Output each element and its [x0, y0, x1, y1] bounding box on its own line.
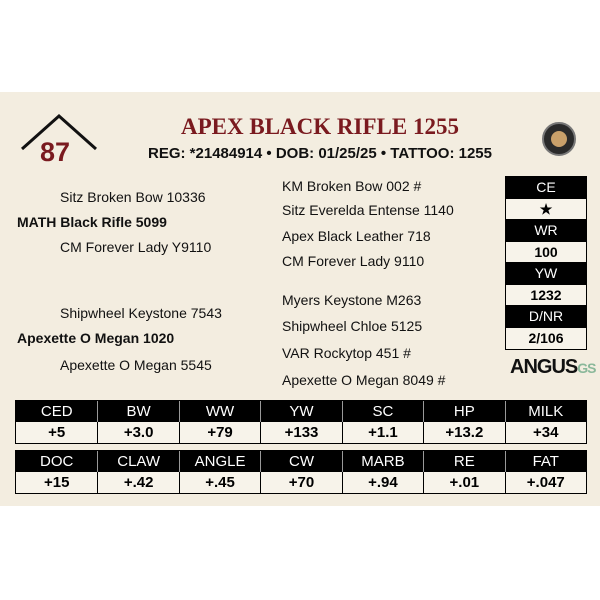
epd-value: +5	[16, 422, 98, 443]
epd-header: HP	[423, 401, 505, 422]
epd-header: SC	[341, 401, 424, 422]
registration-line: REG: *21484914 • DOB: 01/25/25 • TATTOO:…	[148, 145, 492, 162]
dam-sire: Shipwheel Keystone 7543	[60, 305, 222, 321]
stat-label: YW	[506, 263, 586, 285]
epd-value: +70	[260, 472, 342, 493]
stat-value: 2/106	[506, 327, 586, 349]
third-gen-8: Apexette O Megan 8049 #	[282, 372, 446, 388]
epd-value: +3.0	[97, 422, 179, 443]
third-gen-7: VAR Rockytop 451 #	[282, 345, 411, 361]
stat-label: WR	[506, 220, 586, 242]
animal-name: APEX BLACK RIFLE 1255	[181, 114, 459, 139]
dam-dam: Apexette O Megan 5545	[60, 357, 212, 373]
epd-value: +.45	[178, 472, 261, 493]
stat-value: 1232	[506, 284, 586, 306]
third-gen-6: Shipwheel Chloe 5125	[282, 318, 423, 334]
roof-icon	[21, 113, 97, 151]
epd-value: +.01	[423, 472, 505, 493]
epd-header: CLAW	[97, 451, 179, 472]
third-gen-5: Myers Keystone M263	[282, 292, 422, 308]
association-seal-icon	[542, 122, 576, 156]
dam: Apexette O Megan 1020	[17, 330, 175, 346]
epd-value: +.42	[97, 472, 179, 493]
epd-value: +.94	[341, 472, 424, 493]
lot-number: 87	[40, 137, 71, 167]
epd-header: WW	[178, 401, 261, 422]
stat-value: 100	[506, 241, 586, 263]
third-gen-4: CM Forever Lady 9110	[282, 253, 425, 269]
third-gen-1: KM Broken Bow 002 #	[282, 178, 422, 194]
epd-header: MILK	[504, 401, 586, 422]
stat-label: D/NR	[506, 306, 586, 328]
sire-dam: CM Forever Lady Y9110	[60, 239, 212, 255]
epd-value: +.047	[504, 472, 586, 493]
stats-box: CE ★ WR 100 YW 1232 D/NR 2/106	[505, 176, 587, 350]
epd-header: YW	[260, 401, 342, 422]
epd-value: +13.2	[423, 422, 505, 443]
epd-header: ANGLE	[178, 451, 261, 472]
angus-logo: ANGUSGS	[510, 356, 596, 378]
third-gen-2: Sitz Everelda Entense 1140	[282, 202, 454, 218]
epd-header: RE	[423, 451, 505, 472]
epd-header: MARB	[341, 451, 424, 472]
epd-header: FAT	[504, 451, 586, 472]
sire: MATH Black Rifle 5099	[17, 214, 167, 230]
epd-header: CED	[16, 401, 98, 422]
epd-header: BW	[97, 401, 179, 422]
epd-header: DOC	[16, 451, 98, 472]
epd-value: +133	[260, 422, 342, 443]
epd-value: +1.1	[341, 422, 424, 443]
sire-sire: Sitz Broken Bow 10336	[60, 189, 206, 205]
stat-label: CE	[506, 177, 586, 199]
stat-value: ★	[506, 198, 586, 220]
epd-value: +15	[16, 472, 98, 493]
epd-value: +34	[504, 422, 586, 443]
epd-value: +79	[178, 422, 261, 443]
epd-header: CW	[260, 451, 342, 472]
third-gen-3: Apex Black Leather 718	[282, 228, 431, 244]
